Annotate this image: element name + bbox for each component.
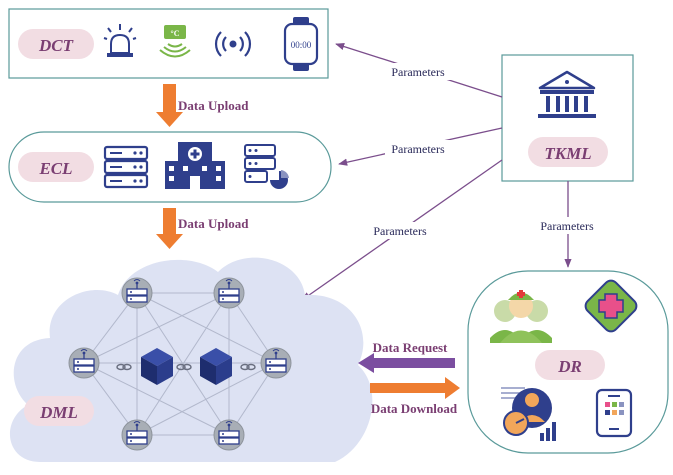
dml-cloud [9,257,373,462]
database-chart-icon [244,144,289,189]
temperature-sensor-icon: °C [159,25,191,58]
parameters-label-dr: Parameters [540,219,594,233]
server-node-icon [213,277,245,309]
dr-label-pill [535,350,605,380]
ecl-panel: ECL [8,131,332,203]
server-rack-icon [103,145,149,189]
server-node-icon [260,347,292,379]
temperature-reading: °C [171,29,180,38]
dml-label-pill [24,396,94,426]
data-upload-arrow-2: Data Upload [156,208,249,249]
dct-label-pill [18,29,94,59]
data-request-arrow [358,353,455,373]
medical-staff-icon [490,290,552,343]
dct-label: DCT [38,36,74,55]
data-upload-label-2: Data Upload [178,216,249,231]
mobile-app-icon [595,388,633,438]
parameters-label-dml: Parameters [373,224,427,238]
server-node-icon [68,347,100,379]
dr-label: DR [557,357,582,376]
data-request-label: Data Request [373,340,448,355]
server-node-icon [213,419,245,451]
ecl-label: ECL [38,159,72,178]
data-download-label: Data Download [371,401,458,416]
hospital-building-icon [165,142,225,189]
parameters-label-dct: Parameters [391,65,445,79]
watch-display-text: 00:00 [291,40,312,50]
data-upload-label-1: Data Upload [178,98,249,113]
data-upload-arrow-1: Data Upload [156,84,249,127]
wireless-signal-icon [214,31,252,57]
parameters-label-ecl: Parameters [391,142,445,156]
tkml-panel: TKML [501,54,634,182]
dr-panel: DR [467,270,669,454]
dct-panel: DCT °C 00:00 [8,8,329,79]
server-node-icon [121,419,153,451]
alarm-light-icon [103,24,137,57]
doctor-analytics-icon [501,387,556,441]
data-download-arrow [370,377,460,399]
dml-label: DML [39,403,78,422]
tkml-label-pill [528,137,608,167]
smartwatch-icon: 00:00 [283,17,319,71]
medical-cross-icon [584,279,638,333]
institution-building-icon [538,70,596,118]
tkml-label: TKML [544,144,591,163]
server-node-icon [121,277,153,309]
ecl-label-pill [18,152,94,182]
